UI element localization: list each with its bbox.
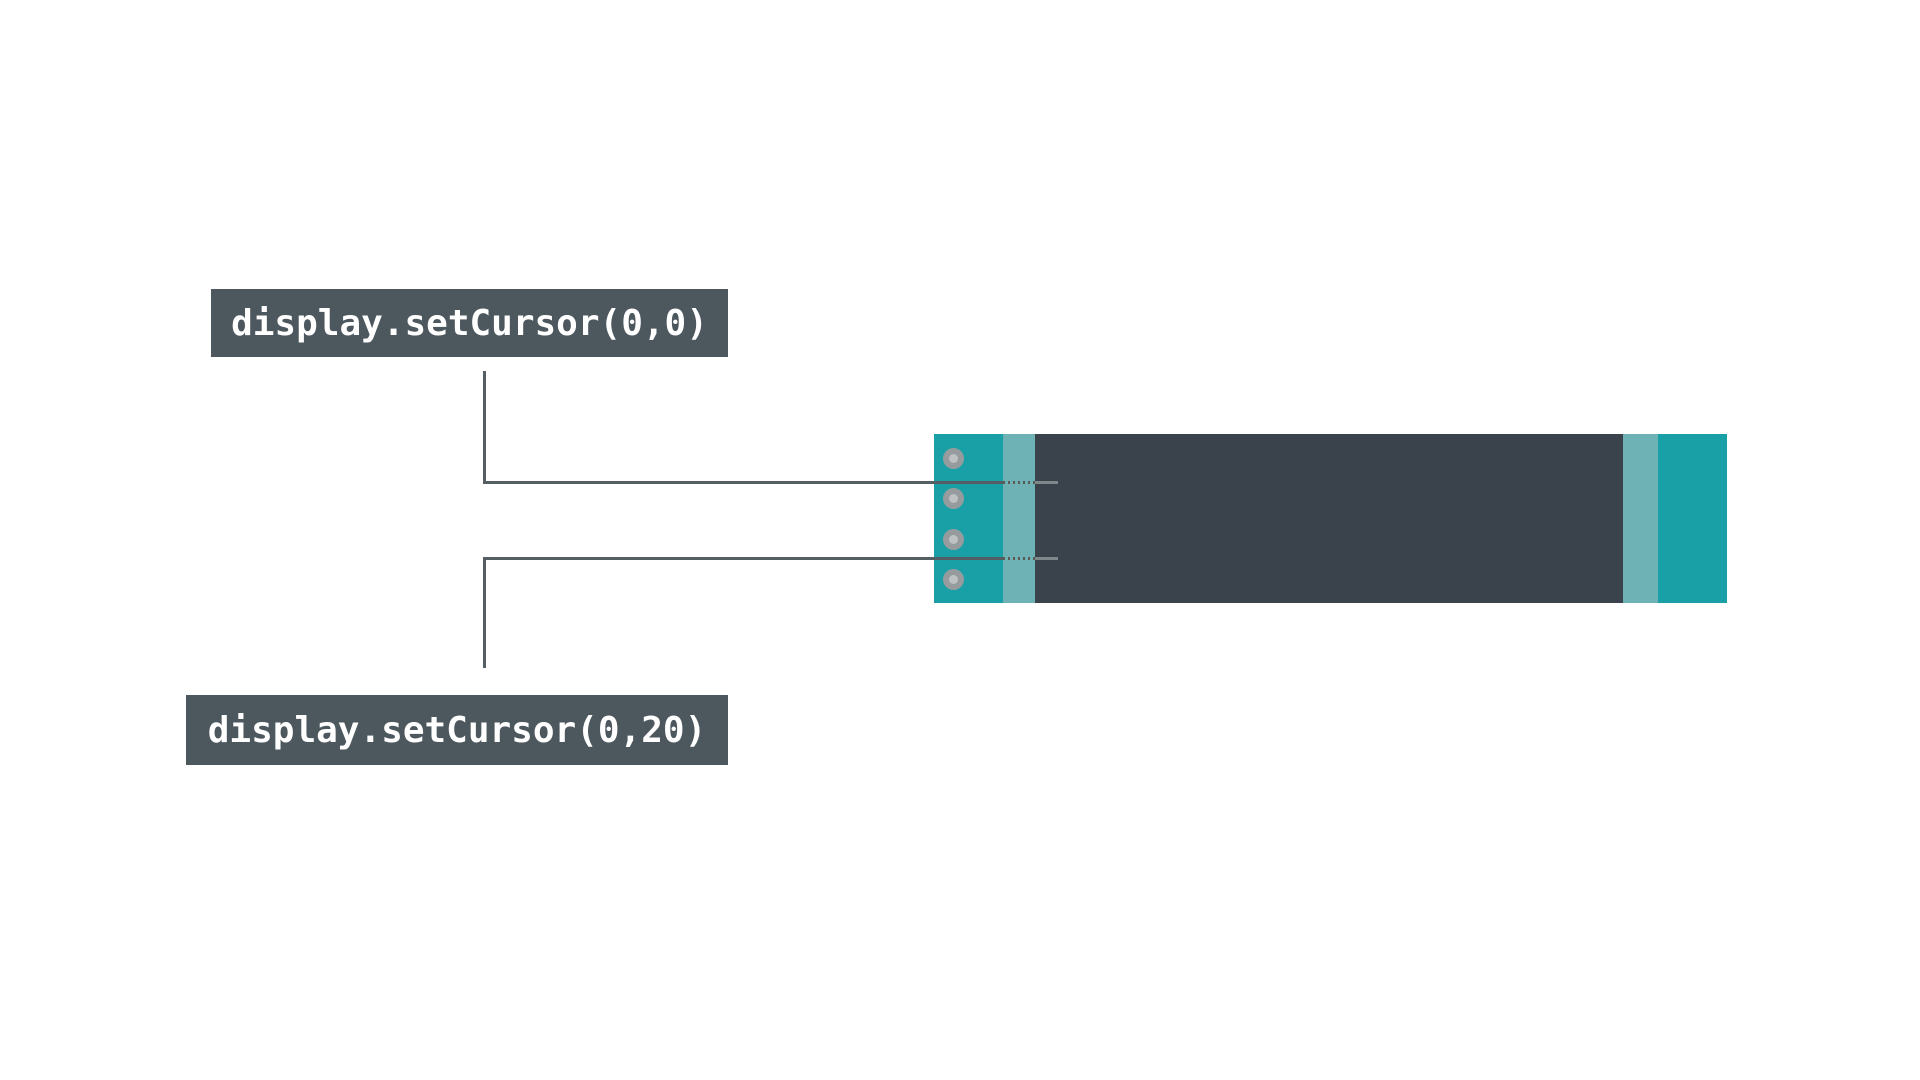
pin-hole-icon [943, 488, 964, 509]
oled-screen [1035, 434, 1623, 603]
connector-line-2-horizontal [483, 557, 1003, 560]
connector-line-1-end-segment [1035, 481, 1058, 484]
connector-line-1-horizontal [483, 481, 1003, 484]
screen-date-line: 03/11/2020 [1072, 596, 1422, 664]
pin-hole-center [949, 454, 958, 463]
connector-line-2-vertical [483, 557, 486, 668]
pin-hole-icon [943, 529, 964, 550]
pcb-edge-right [1658, 434, 1727, 603]
connector-line-2-end-segment [1035, 557, 1058, 560]
screen-time-line: 09:36:00 [1072, 815, 1352, 883]
pcb-pin-column [934, 434, 1003, 603]
pin-hole-center [949, 575, 958, 584]
connector-line-1-dotted-segment [1003, 481, 1035, 484]
pcb-bezel-right [1623, 434, 1658, 603]
pcb-bezel-left [1003, 434, 1035, 603]
pin-hole-icon [943, 569, 964, 590]
code-label-text: display.setCursor(0,0) [231, 302, 708, 344]
code-label-setcursor-0-0: display.setCursor(0,0) [211, 289, 728, 357]
screen-text: 03/11/2020 09:36:00 [1072, 448, 1421, 1032]
connector-line-1-vertical [483, 371, 486, 484]
code-label-text: display.setCursor(0,20) [207, 709, 707, 751]
pin-hole-icon [943, 448, 964, 469]
pin-hole-center [949, 494, 958, 503]
code-label-setcursor-0-20: display.setCursor(0,20) [186, 695, 728, 765]
oled-display-module [934, 434, 1727, 603]
pin-hole-center [949, 535, 958, 544]
connector-line-2-dotted-segment [1003, 557, 1035, 560]
